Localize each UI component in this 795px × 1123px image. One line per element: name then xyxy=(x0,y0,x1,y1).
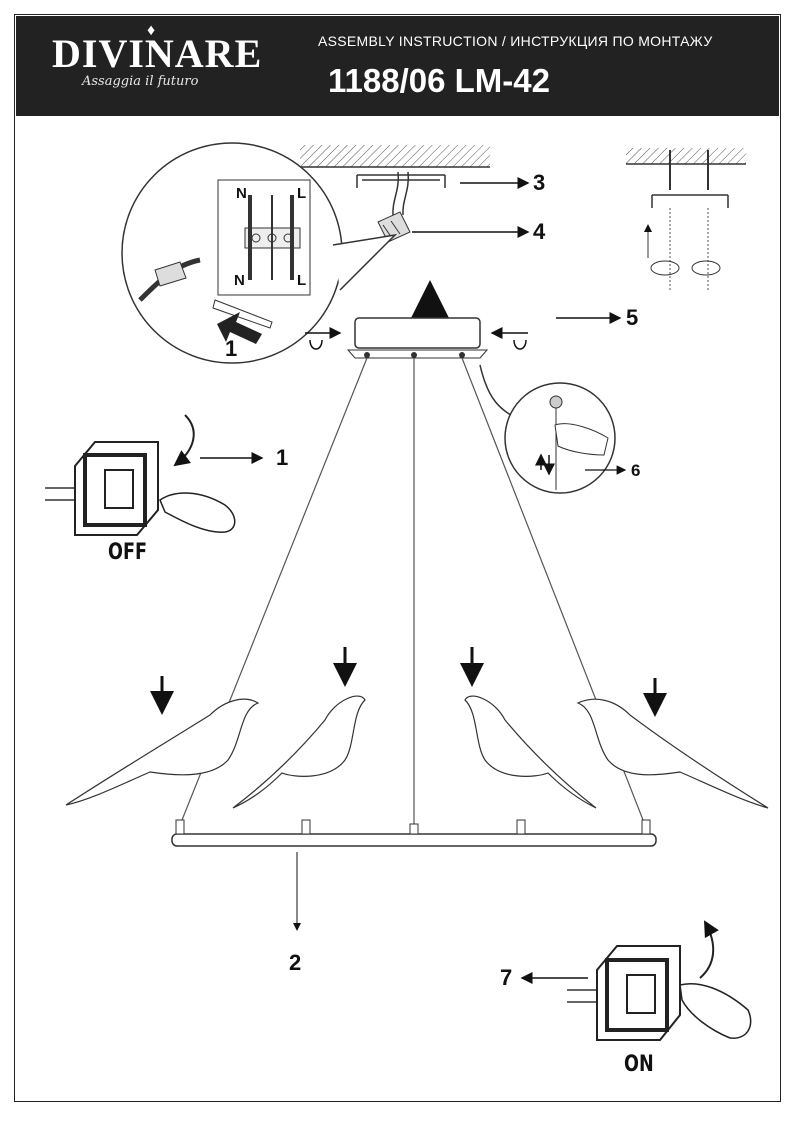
switch-off-label: OFF xyxy=(108,540,148,565)
wiring-inset xyxy=(121,142,398,364)
mounting-detail xyxy=(626,148,746,290)
label-1: 1 xyxy=(276,445,289,470)
instruction-title: ASSEMBLY INSTRUCTION / ИНСТРУКЦИЯ ПО МОН… xyxy=(318,33,713,49)
brand-logo: DIVINARE xyxy=(52,31,263,76)
down-arrows xyxy=(150,647,667,717)
label-4: 4 xyxy=(533,219,546,244)
label-3: 3 xyxy=(533,170,546,195)
bird-shades xyxy=(65,695,769,809)
brand-tagline: Assaggia il futuro xyxy=(82,74,199,89)
cable-adjust-inset xyxy=(479,364,616,494)
flame-icon: ♦ xyxy=(147,22,156,39)
header-bar xyxy=(16,16,779,116)
model-number: 1188/06 LM-42 xyxy=(328,62,550,99)
ceiling-bracket xyxy=(300,145,490,216)
inset-label-1: 1 xyxy=(225,336,238,361)
switch-off-illustration xyxy=(45,414,236,536)
label-6: 6 xyxy=(631,461,641,480)
canopy xyxy=(305,280,528,359)
switch-on-illustration xyxy=(567,920,752,1041)
light-bar xyxy=(171,819,657,847)
label-5: 5 xyxy=(626,305,639,330)
terminal-block xyxy=(377,211,411,243)
wire-l-bottom: L xyxy=(297,272,307,289)
page-border xyxy=(14,14,781,1102)
switch-on-label: ON xyxy=(624,1052,654,1077)
wire-l-top: L xyxy=(297,185,307,202)
label-2: 2 xyxy=(289,950,302,975)
label-7: 7 xyxy=(500,965,513,990)
wire-n-top: N xyxy=(236,185,247,202)
wire-n-bottom: N xyxy=(234,272,245,289)
